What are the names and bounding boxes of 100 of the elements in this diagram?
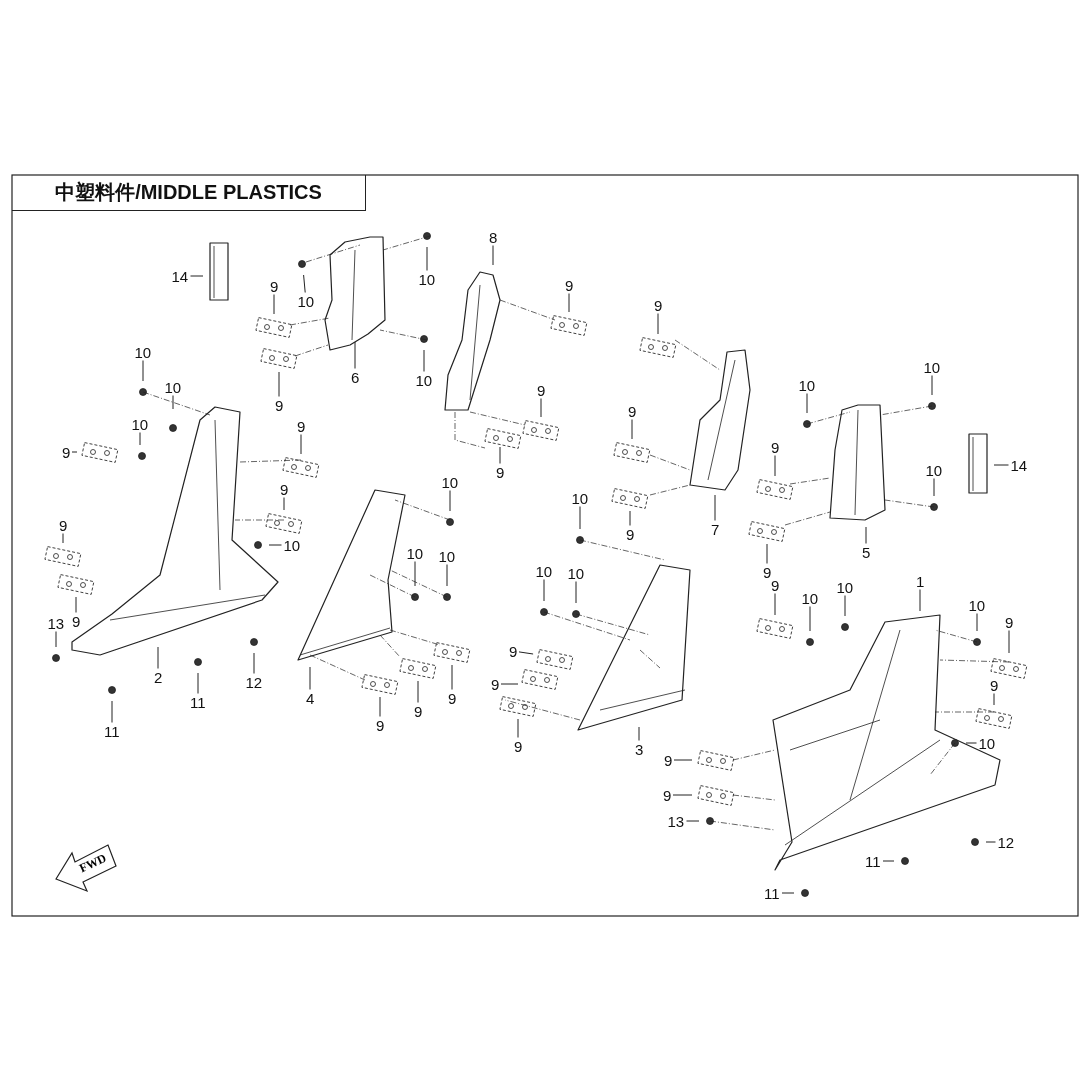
callout-number: 9 xyxy=(625,526,636,542)
title-box: 中塑料件/MIDDLE PLASTICS xyxy=(12,175,366,211)
leader-line xyxy=(426,246,428,271)
callout-number: 10 xyxy=(163,379,183,395)
callout-number: 14 xyxy=(170,268,190,284)
leader-line xyxy=(449,490,451,512)
callout-number: 10 xyxy=(133,344,153,360)
callout-number: 10 xyxy=(835,579,855,595)
leader-line xyxy=(540,398,542,418)
leader-line xyxy=(993,464,1009,466)
callout-number: 9 xyxy=(490,676,501,692)
leader-line xyxy=(1008,630,1010,654)
callout-number: 7 xyxy=(710,521,721,537)
leader-line xyxy=(976,613,978,632)
callout-number: 10 xyxy=(296,293,316,309)
leader-line xyxy=(268,544,282,546)
callout-number: 13 xyxy=(46,615,66,631)
leader-line xyxy=(673,759,693,761)
leader-line xyxy=(809,606,811,632)
callout-number: 9 xyxy=(513,738,524,754)
leader-line xyxy=(931,375,933,396)
leader-line xyxy=(75,596,77,613)
leader-line xyxy=(657,313,659,335)
callout-number: 10 xyxy=(797,377,817,393)
leader-line xyxy=(253,652,255,674)
leader-line xyxy=(62,533,64,544)
callout-number: 5 xyxy=(861,544,872,560)
leader-line xyxy=(517,718,519,738)
callout-number: 9 xyxy=(663,752,674,768)
callout-number: 9 xyxy=(61,444,72,460)
callout-number: 9 xyxy=(627,403,638,419)
leader-line xyxy=(919,589,921,612)
leader-line xyxy=(865,526,867,544)
leader-line xyxy=(446,564,448,587)
leader-line xyxy=(629,510,631,526)
callout-number: 2 xyxy=(153,669,164,685)
callout-number: 4 xyxy=(305,690,316,706)
leader-line xyxy=(423,349,425,372)
leader-line xyxy=(157,646,159,669)
callout-number: 3 xyxy=(634,741,645,757)
callout-number: 10 xyxy=(922,359,942,375)
callout-number: 10 xyxy=(405,545,425,561)
leader-line xyxy=(672,794,693,796)
leader-line xyxy=(492,245,494,266)
callout-number: 9 xyxy=(662,787,673,803)
leader-line xyxy=(172,395,174,410)
callout-number: 9 xyxy=(508,643,519,659)
leader-line xyxy=(111,700,113,723)
leader-line xyxy=(568,293,570,313)
leader-line xyxy=(354,341,356,369)
callout-number: 10 xyxy=(440,474,460,490)
leader-line xyxy=(714,494,716,521)
callout-number: 9 xyxy=(274,397,285,413)
leader-line xyxy=(579,506,581,530)
leader-line xyxy=(631,419,633,440)
leader-line xyxy=(190,275,204,277)
leader-line xyxy=(882,860,895,862)
callout-number: 9 xyxy=(296,418,307,434)
leader-line xyxy=(71,451,78,453)
callout-number: 10 xyxy=(414,372,434,388)
callout-number: 11 xyxy=(864,853,882,869)
callout-number: 9 xyxy=(536,382,547,398)
leader-line xyxy=(379,696,381,717)
callout-number: 9 xyxy=(279,481,290,497)
callout-number: 9 xyxy=(770,577,781,593)
callout-number: 10 xyxy=(130,416,150,432)
leader-line xyxy=(781,892,795,894)
leader-line xyxy=(993,693,995,706)
leader-line xyxy=(500,683,519,685)
callout-number: 9 xyxy=(269,278,280,294)
callout-number: 10 xyxy=(924,462,944,478)
leader-line xyxy=(806,393,808,414)
leader-line xyxy=(414,561,416,587)
callout-number: 10 xyxy=(977,735,997,751)
callout-number: 10 xyxy=(967,597,987,613)
callout-number: 13 xyxy=(666,813,686,829)
leader-line xyxy=(309,666,311,690)
leader-line xyxy=(283,497,285,511)
callout-number: 12 xyxy=(996,834,1016,850)
leader-line xyxy=(197,672,199,694)
leader-line xyxy=(774,455,776,477)
callout-number: 9 xyxy=(71,613,82,629)
callout-number: 14 xyxy=(1009,457,1029,473)
callout-number: 11 xyxy=(189,694,207,710)
callout-number: 10 xyxy=(534,563,554,579)
callout-number: 6 xyxy=(350,369,361,385)
leader-line xyxy=(303,274,306,293)
leader-line xyxy=(933,478,935,497)
callout-number: 10 xyxy=(417,271,437,287)
leader-line xyxy=(985,841,996,843)
callout-number: 10 xyxy=(570,490,590,506)
leader-line xyxy=(499,446,501,464)
callout-number: 10 xyxy=(800,590,820,606)
callout-number: 12 xyxy=(244,674,264,690)
leader-line xyxy=(417,680,419,703)
callout-number: 9 xyxy=(564,277,575,293)
callout-number: 1 xyxy=(915,573,926,589)
leader-line xyxy=(638,726,640,741)
callout-number: 9 xyxy=(495,464,506,480)
leader-line xyxy=(543,579,545,602)
